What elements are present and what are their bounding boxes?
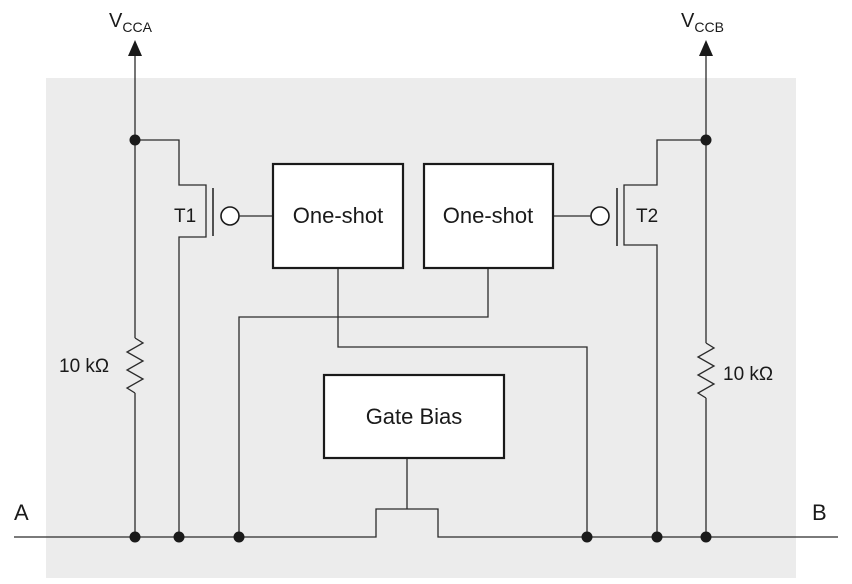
junction-dot bbox=[700, 531, 712, 543]
oneshot-left-label: One-shot bbox=[293, 203, 384, 228]
junction-dot bbox=[129, 531, 141, 543]
t1-label: T1 bbox=[174, 206, 196, 227]
oneshot-right-sense-wire bbox=[238, 268, 489, 537]
resistor-right-label: 10 kΩ bbox=[723, 364, 773, 385]
junction-dot bbox=[129, 134, 141, 146]
t1-gate-bubble-icon bbox=[220, 206, 240, 226]
oneshot-left-sense-wire bbox=[337, 268, 588, 537]
junction-dot bbox=[233, 531, 245, 543]
resistor-left-icon bbox=[125, 337, 145, 394]
t2-gate-bubble-icon bbox=[590, 206, 610, 226]
gate-bias-label: Gate Bias bbox=[366, 404, 463, 429]
port-a-label: A bbox=[14, 500, 29, 525]
t1-drain-source bbox=[135, 139, 207, 537]
resistor-left-label: 10 kΩ bbox=[59, 356, 109, 377]
junction-dot bbox=[651, 531, 663, 543]
t2-drain-source bbox=[623, 139, 706, 537]
port-b-label: B bbox=[812, 500, 827, 525]
vccb-arrow-icon bbox=[699, 40, 713, 56]
vcca-label: VCCA bbox=[109, 10, 153, 35]
vccb-label: VCCB bbox=[681, 10, 724, 35]
resistor-right-icon bbox=[696, 342, 716, 399]
oneshot-right-block bbox=[422, 162, 555, 270]
junction-dot bbox=[173, 531, 185, 543]
junction-dot bbox=[581, 531, 593, 543]
gate-bias-block bbox=[322, 373, 506, 460]
junction-dot bbox=[700, 134, 712, 146]
t2-label: T2 bbox=[636, 206, 658, 227]
oneshot-left-block bbox=[271, 162, 405, 270]
device-boundary bbox=[46, 78, 796, 578]
vcca-arrow-icon bbox=[128, 40, 142, 56]
oneshot-right-label: One-shot bbox=[443, 203, 534, 228]
